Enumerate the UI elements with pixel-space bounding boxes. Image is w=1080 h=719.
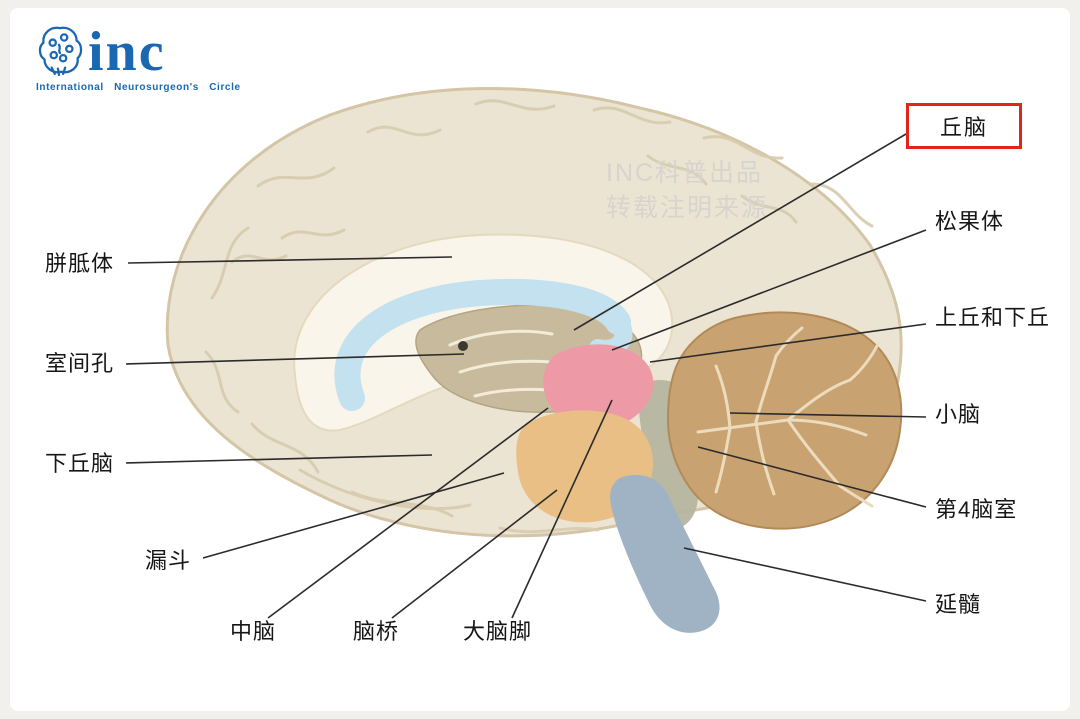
label-interventricular-foramen: 室间孔 (45, 351, 115, 376)
label-medulla: 延髓 (935, 592, 982, 617)
label-pineal-gland: 松果体 (935, 209, 1005, 234)
leader-thalamus (573, 133, 907, 331)
leader-corpus-callosum (127, 256, 453, 264)
leader-midbrain (267, 407, 549, 619)
interventricular-foramen-spot (458, 341, 468, 351)
leader-cerebellum (729, 412, 927, 418)
logo-subtitle: International Neurosurgeon's Circle (36, 82, 241, 93)
label-colliculi: 上丘和下丘 (935, 305, 1051, 330)
corpus-callosum-shape (334, 278, 631, 411)
label-cerebral-peduncle: 大脑脚 (463, 619, 533, 644)
label-cerebellum: 小脑 (935, 402, 982, 427)
cerebellum-arbor-vitae (696, 326, 880, 508)
leader-interventricular-foramen (125, 353, 465, 365)
leader-medulla (683, 547, 927, 602)
brain-logo-icon (38, 26, 83, 77)
watermark-line1: INC科普出品 (606, 159, 764, 187)
highlight-box-thalamus: 丘脑 (906, 103, 1022, 149)
label-fourth-ventricle: 第4脑室 (935, 497, 1018, 522)
logo-wordmark: inc (88, 21, 166, 83)
leader-hypothalamus (125, 454, 433, 464)
leader-infundibulum (202, 472, 505, 559)
label-corpus-callosum: 胼胝体 (45, 251, 115, 276)
label-hypothalamus: 下丘脑 (45, 451, 115, 476)
label-midbrain: 中脑 (230, 619, 277, 644)
label-pons: 脑桥 (353, 619, 400, 644)
leader-pons (391, 489, 558, 619)
midbrain-shape (543, 344, 654, 431)
label-infundibulum: 漏斗 (145, 548, 192, 573)
leader-colliculi (649, 323, 927, 363)
label-thalamus: 丘脑 (939, 115, 988, 140)
leader-cerebral-peduncle (511, 399, 613, 619)
gyri-texture (204, 99, 874, 534)
inc-logo: inc International Neurosurgeon's Circle (36, 24, 256, 93)
leader-lines (125, 133, 927, 619)
watermark: INC科普出品 转载注明来源 (606, 156, 768, 226)
leader-fourth-ventricle (697, 446, 927, 508)
watermark-line2: 转载注明来源 (606, 194, 769, 222)
leader-pineal (611, 229, 927, 351)
medulla-shape (610, 474, 720, 633)
